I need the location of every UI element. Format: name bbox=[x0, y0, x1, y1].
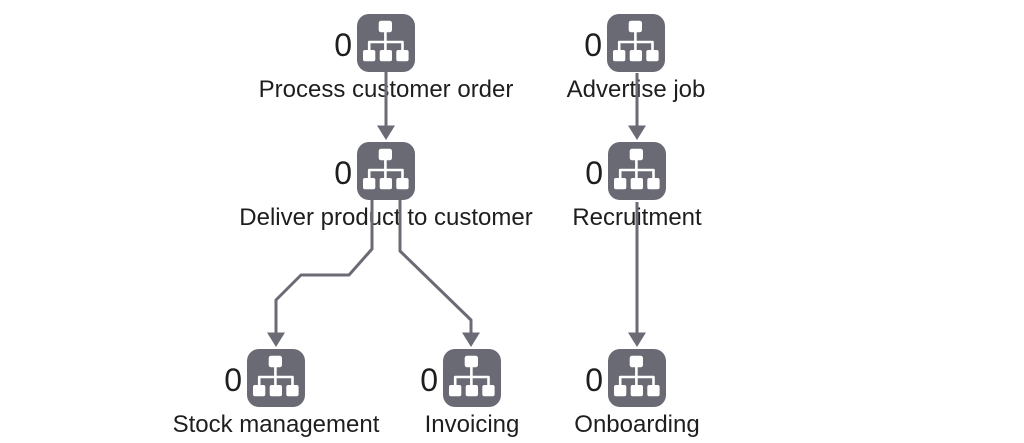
node-label: Invoicing bbox=[424, 411, 520, 438]
instance-count: 0 bbox=[334, 27, 352, 63]
org-chart-icon bbox=[608, 349, 666, 407]
node-advertise-job[interactable]: 0 Advertise job bbox=[567, 14, 705, 103]
node-label: Advertise job bbox=[566, 76, 706, 103]
instance-count: 0 bbox=[585, 155, 603, 191]
node-deliver-product-to-customer[interactable]: 0 Deliver product to customer bbox=[239, 142, 533, 231]
node-label: Stock management bbox=[172, 411, 380, 438]
node-invoicing[interactable]: 0 Invoicing bbox=[420, 349, 519, 438]
node-label: Process customer order bbox=[258, 76, 514, 103]
instance-count: 0 bbox=[420, 362, 438, 398]
org-chart-icon bbox=[357, 142, 415, 200]
org-chart-icon bbox=[607, 14, 665, 72]
org-chart-icon bbox=[357, 14, 415, 72]
node-stock-management[interactable]: 0 Stock management bbox=[173, 349, 379, 438]
instance-count: 0 bbox=[334, 155, 352, 191]
org-chart-icon bbox=[443, 349, 501, 407]
node-label: Recruitment bbox=[572, 204, 702, 231]
node-recruitment[interactable]: 0 Recruitment bbox=[572, 142, 702, 231]
node-onboarding[interactable]: 0 Onboarding bbox=[574, 349, 700, 438]
org-chart-icon bbox=[247, 349, 305, 407]
instance-count: 0 bbox=[585, 362, 603, 398]
node-process-customer-order[interactable]: 0 Process customer order bbox=[259, 14, 513, 103]
node-label: Onboarding bbox=[574, 411, 700, 438]
node-label: Deliver product to customer bbox=[239, 204, 533, 231]
instance-count: 0 bbox=[584, 27, 602, 63]
org-chart-icon bbox=[608, 142, 666, 200]
instance-count: 0 bbox=[224, 362, 242, 398]
